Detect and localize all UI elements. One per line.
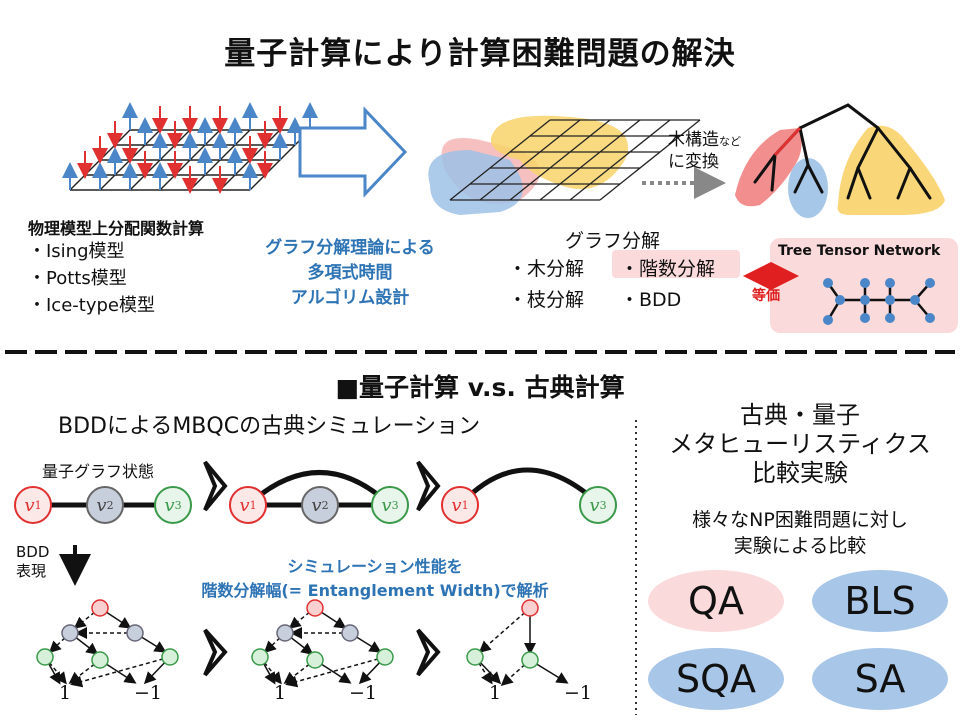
sim-line-2: 階数分解幅(= Entanglement Width)で解析 <box>201 581 549 600</box>
method-bls: BLS <box>812 570 948 632</box>
model-potts: ・Potts模型 <box>28 268 127 289</box>
page-title: 量子計算により計算困難問題の解決 <box>224 36 736 72</box>
ttn-network <box>823 278 935 325</box>
algo-line-2: 多項式時間 <box>307 263 393 283</box>
bdd-title: BDDによるMBQCの古典シミュレーション <box>58 414 481 439</box>
algo-line-3: アルゴリム設計 <box>290 288 410 308</box>
bdd-label-2: 表現 <box>16 562 47 580</box>
tree-transform-label-2: に変換 <box>668 152 719 172</box>
right-title-3: 比較実験 <box>752 459 848 487</box>
rank-decomp-highlight <box>612 250 740 278</box>
decomposed-lattice <box>428 115 701 215</box>
method-sqa: SQA <box>648 648 784 710</box>
decomp-tree: ・木分解 <box>508 258 585 280</box>
model-ice: ・Ice-type模型 <box>28 295 155 316</box>
graph-decomp-title: グラフ分解 <box>565 230 661 252</box>
right-sub-1: 様々なNP困難問題に対し <box>692 509 908 531</box>
decomp-rank: ・階数分解 <box>620 258 716 280</box>
physics-title: 物理模型上分配関数計算 <box>28 219 205 238</box>
terminal-label: −1 <box>349 682 378 704</box>
graph-state-label: 量子グラフ状態 <box>42 462 155 481</box>
sim-line-1: シミュレーション性能を <box>287 557 463 576</box>
terminal-label: −1 <box>134 682 163 704</box>
bdd-label-1: BDD <box>16 543 50 561</box>
tree-structure <box>735 103 945 218</box>
tree-transform-label: 木構造など <box>668 130 741 150</box>
bdd-diagrams <box>36 599 569 688</box>
ttn-label: Tree Tensor Network <box>778 243 941 259</box>
spin-arrows <box>62 102 318 194</box>
right-title-1: 古典・量子 <box>740 401 860 429</box>
right-title-2: メタヒューリスティクス <box>669 430 931 458</box>
terminal-label: 1 <box>274 682 287 704</box>
decomp-bdd: ・BDD <box>620 289 682 311</box>
terminal-label: −1 <box>564 682 593 704</box>
method-qa: QA <box>648 570 784 632</box>
right-sub-2: 実験による比較 <box>733 535 867 557</box>
terminal-label: 1 <box>59 682 72 704</box>
step-chevron-icons <box>203 460 441 677</box>
equiv-label: 等価 <box>752 288 780 304</box>
terminal-label: 1 <box>489 682 502 704</box>
transform-arrow-icon <box>298 106 408 198</box>
algo-line-1: グラフ分解理論による <box>265 238 435 258</box>
section-header: ■量子計算 v.s. 古典計算 <box>335 373 625 402</box>
model-ising: ・Ising模型 <box>28 241 125 262</box>
decomp-branch: ・枝分解 <box>508 289 585 311</box>
method-sa: SA <box>812 648 948 710</box>
